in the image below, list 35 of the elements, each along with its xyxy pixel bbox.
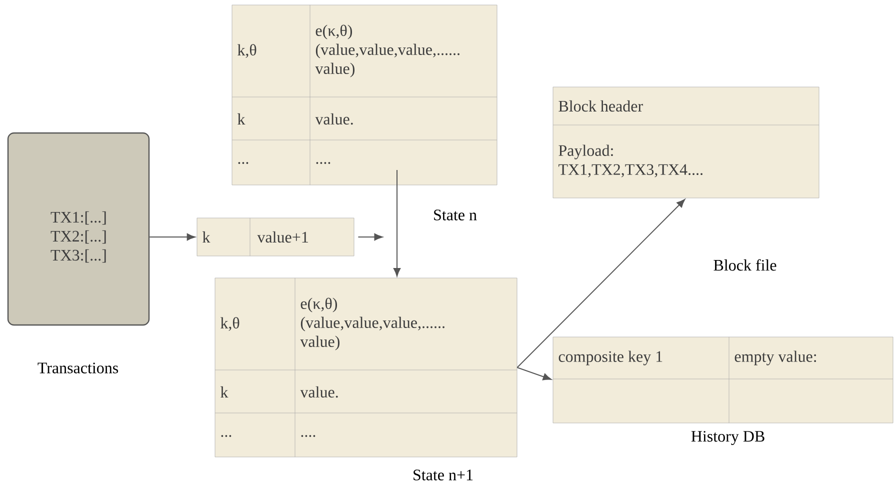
history-table <box>552 336 894 424</box>
arrow <box>393 169 401 277</box>
cell-text: k,θ <box>238 44 256 58</box>
cell-text: .... <box>301 435 316 437</box>
transaction-card <box>7 132 150 326</box>
cell-text: Payload: TX1,TX2,TX3,TX4.... <box>558 144 702 178</box>
arrow <box>374 233 383 241</box>
cell-text: value. <box>300 386 338 398</box>
node-label: State n <box>434 210 477 220</box>
arrow <box>516 366 552 380</box>
cell-text: ... <box>238 162 248 164</box>
node-label: Block file <box>714 259 776 271</box>
state-table <box>232 4 498 186</box>
cell-text: composite key 1 <box>558 350 662 366</box>
arrow <box>516 199 686 368</box>
cell-text: .... <box>316 162 330 164</box>
cell-text: k,θ <box>220 317 240 331</box>
cell-text: value+1 <box>257 231 308 243</box>
state-table <box>214 278 518 458</box>
cell-text: k <box>202 231 210 243</box>
transaction-list: TX1:[...] TX2:[...] TX3:[...] <box>50 211 106 263</box>
arrow <box>149 233 196 241</box>
node-label: History DB <box>691 430 764 445</box>
key-value-row <box>196 218 354 256</box>
cell-text: Block header <box>558 100 643 112</box>
block-file-table <box>552 86 820 198</box>
cell-text: k <box>220 386 228 398</box>
node-label: Transactions <box>38 362 118 374</box>
cell-text: e(κ,θ) (value,value,value,...... value) <box>315 24 460 78</box>
cell-text: k <box>238 113 246 125</box>
cell-text: value. <box>315 113 353 125</box>
node-label: State n+1 <box>414 470 473 480</box>
cell-text: e(κ,θ) (value,value,value,...... value) <box>300 298 444 350</box>
cell-text: ... <box>221 435 232 437</box>
cell-text: empty value: <box>734 350 816 366</box>
